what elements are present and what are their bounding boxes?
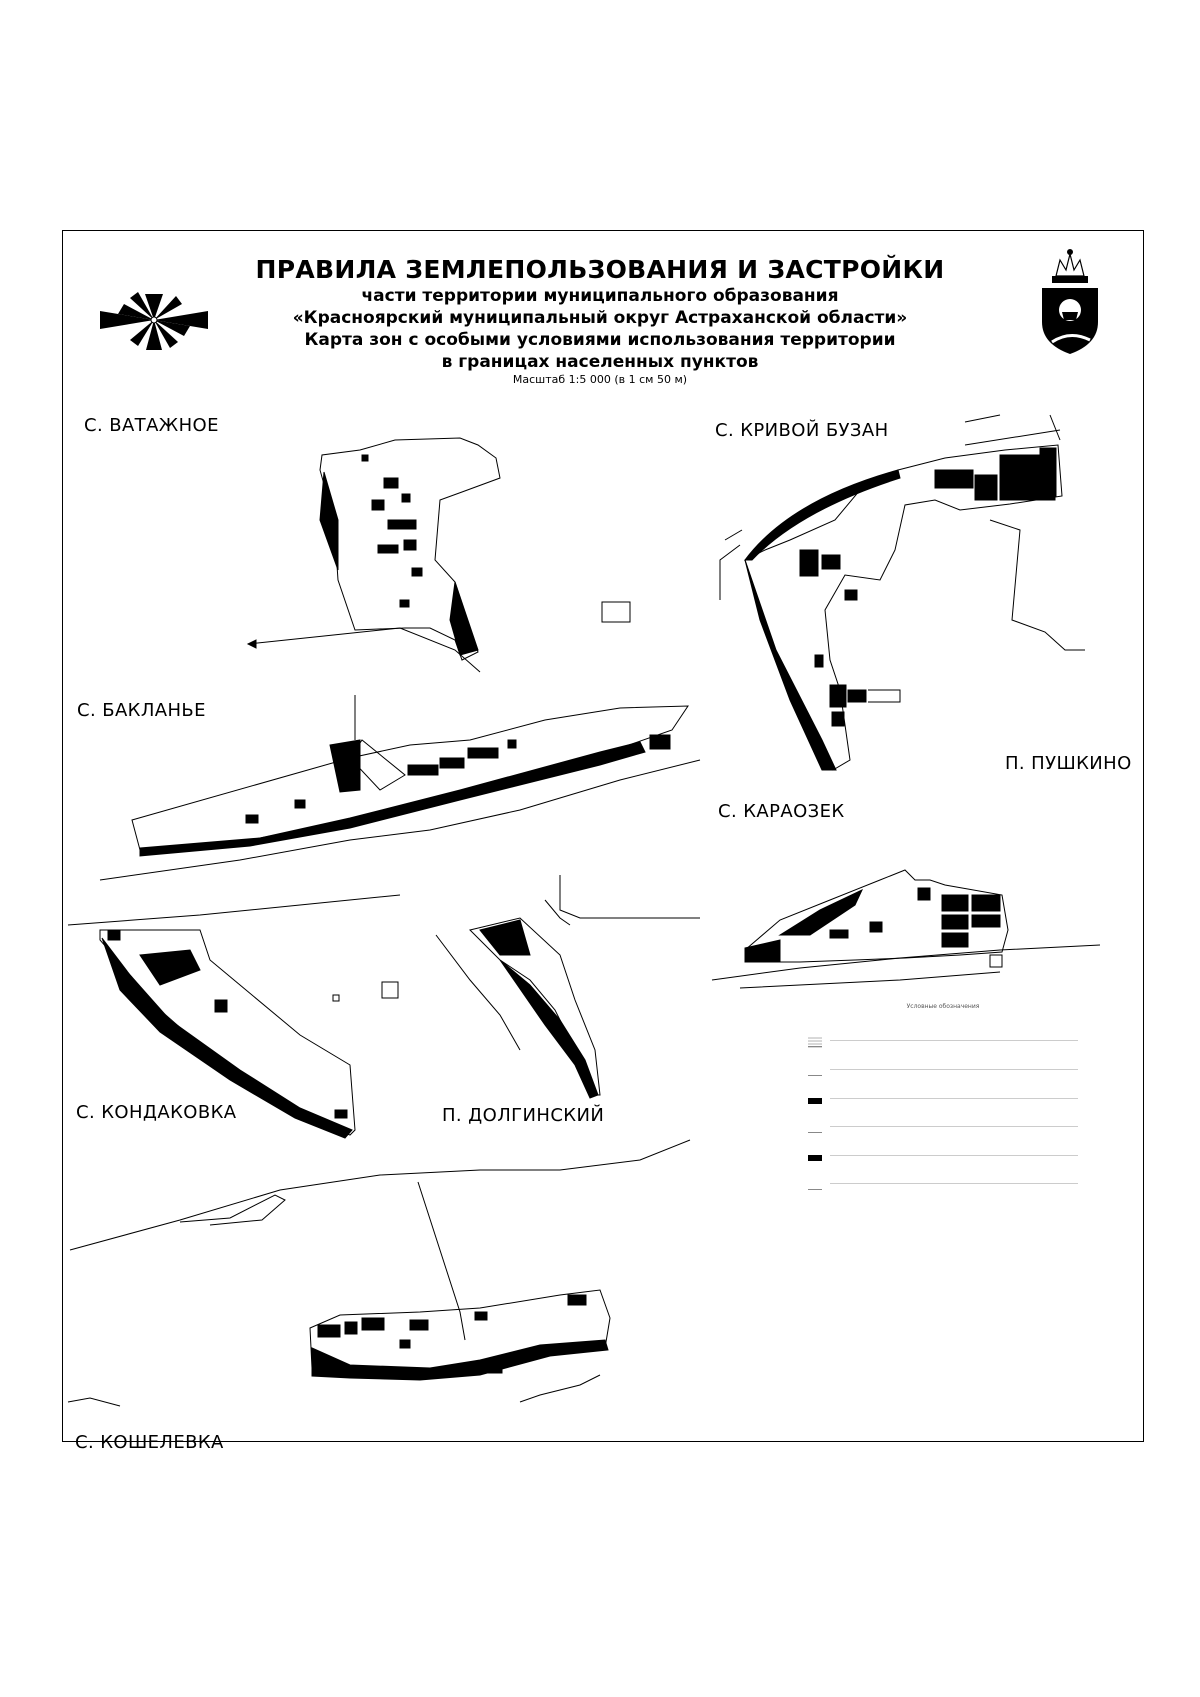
- label-karaozek: С. КАРАОЗЕК: [718, 801, 845, 822]
- label-baklanye: С. БАКЛАНЬЕ: [77, 700, 206, 721]
- legend-symbol: [808, 1155, 822, 1161]
- legend: Условные обозначения: [808, 1003, 1078, 1190]
- legend-title: Условные обозначения: [906, 1003, 980, 1010]
- legend-symbol: [808, 1183, 822, 1190]
- legend-label-placeholder: [830, 1126, 948, 1133]
- legend-label-placeholder: [830, 1098, 948, 1104]
- label-dolginsky: П. ДОЛГИНСКИЙ: [442, 1105, 605, 1126]
- legend-symbols: [808, 1037, 822, 1048]
- settlement-koshelevka-map: [67, 1139, 691, 1407]
- page-title: ПРАВИЛА ЗЕМЛЕПОЛЬЗОВАНИЯ И ЗАСТРОЙКИ: [255, 255, 945, 284]
- legend-description-placeholder: [948, 1040, 1078, 1047]
- subtitle-line-2: «Красноярский муниципальный округ Астрах…: [292, 308, 908, 328]
- legend-row: [808, 1155, 1078, 1161]
- legend-row: [808, 1098, 1078, 1104]
- legend-description-placeholder: [948, 1155, 1078, 1161]
- legend-symbol: [808, 1069, 822, 1076]
- label-pushkino: П. ПУШКИНО: [1005, 753, 1132, 774]
- coat-of-arms-icon: [1042, 249, 1098, 354]
- subtitle-line-4: в границах населенных пунктов: [441, 352, 759, 372]
- settlement-vatazhnoe-map: [246, 437, 631, 673]
- legend-row: [808, 1126, 1078, 1133]
- legend-row: [808, 1069, 1078, 1076]
- legend-label-placeholder: [830, 1040, 948, 1047]
- subtitle-line-3: Карта зон с особыми условиями использова…: [304, 330, 896, 350]
- title-block: ПРАВИЛА ЗЕМЛЕПОЛЬЗОВАНИЯ И ЗАСТРОЙКИ час…: [240, 255, 960, 386]
- legend-symbol: [808, 1098, 822, 1104]
- label-vatazhnoe: С. ВАТАЖНОЕ: [84, 415, 219, 436]
- legend-description-placeholder: [948, 1126, 1078, 1133]
- settlement-kondakovka-map: [67, 894, 401, 1139]
- label-kondakovka: С. КОНДАКОВКА: [76, 1102, 237, 1123]
- legend-label-placeholder: [830, 1069, 948, 1076]
- legend-description-placeholder: [948, 1098, 1078, 1104]
- label-koshelevka: С. КОШЕЛЕВКА: [75, 1432, 224, 1453]
- settlement-baklanye-map: [99, 695, 701, 881]
- legend-symbol: [808, 1126, 822, 1133]
- legend-label-placeholder: [830, 1183, 948, 1190]
- legend-label-placeholder: [830, 1155, 948, 1161]
- legend-symbol: [808, 1040, 822, 1047]
- subtitle-line-1: части территории муниципального образова…: [361, 286, 839, 306]
- settlement-dolginsky-map: [435, 875, 700, 1099]
- label-krivoy-buzan: С. КРИВОЙ БУЗАН: [715, 420, 889, 441]
- legend-description-placeholder: [948, 1069, 1078, 1076]
- settlement-karaozek-map: [711, 869, 1101, 989]
- legend-rows: [808, 1040, 1078, 1190]
- settlement-krivoy-buzan-map: [719, 414, 1085, 771]
- legend-description-placeholder: [948, 1183, 1078, 1190]
- legend-row: [808, 1183, 1078, 1190]
- map-scale: Масштаб 1:5 000 (в 1 см 50 м): [512, 373, 688, 386]
- map-sheet-frame: [62, 230, 1144, 1442]
- legend-row: [808, 1040, 1078, 1047]
- wind-rose-icon: [100, 292, 208, 350]
